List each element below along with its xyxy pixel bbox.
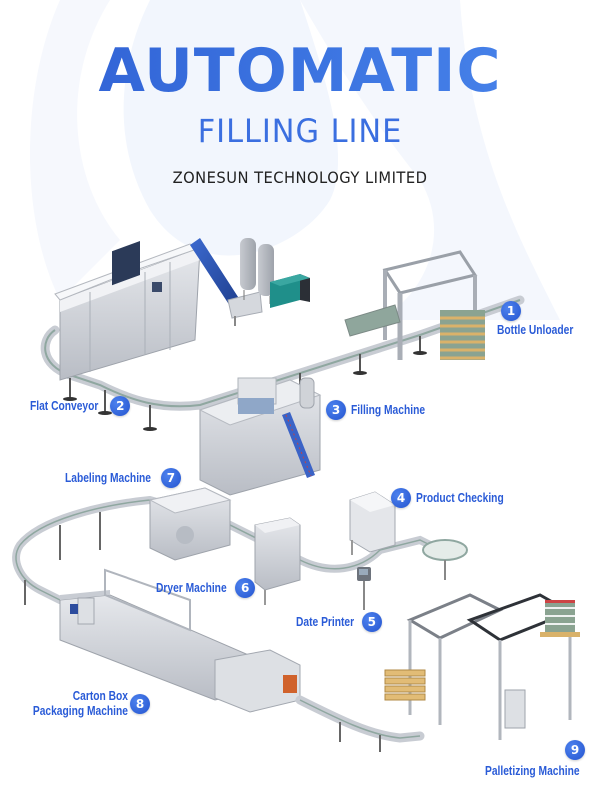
station-3-number-badge: 3 xyxy=(326,400,346,420)
station-6-label: Dryer Machine 6 xyxy=(156,578,256,598)
date-printer xyxy=(357,567,371,610)
station-5-name: Date Printer xyxy=(296,615,355,629)
dryer-machine xyxy=(254,517,301,605)
company-name: ZONESUN TECHNOLOGY LIMITED xyxy=(172,168,428,187)
flat-conveyor-lower xyxy=(295,695,425,752)
station-1-name: Bottle Unloader xyxy=(497,323,574,337)
station-9-name: Palletizing Machine xyxy=(485,764,580,778)
product-checking-machine xyxy=(349,491,396,555)
station-6-name: Dryer Machine xyxy=(156,581,227,595)
station-7-label: Labeling Machine 7 xyxy=(65,468,181,488)
bottle-pallet-stack xyxy=(440,310,485,360)
station-1-number-badge: 1 xyxy=(501,301,521,321)
station-8-label: Carton Box Packaging Machine xyxy=(4,689,128,719)
blow-moulding-machine xyxy=(54,241,202,381)
station-4-label: 4 Product Checking xyxy=(391,488,523,508)
carton-packaging-machine xyxy=(59,568,301,713)
station-8-number-badge: 8 xyxy=(130,694,150,714)
station-5-number-badge: 5 xyxy=(361,612,382,632)
bottle-unloader-machine xyxy=(344,250,485,360)
station-9-number-badge: 9 xyxy=(565,740,585,760)
labeling-machine xyxy=(148,487,232,561)
station-4-number-badge: 4 xyxy=(391,488,411,508)
rotary-accumulation-table xyxy=(422,539,468,580)
flat-conveyor-upper xyxy=(40,295,525,431)
palletizing-machine xyxy=(384,593,580,740)
station-7-number-badge: 7 xyxy=(160,468,181,488)
station-8-name-line2: Packaging Machine xyxy=(32,704,128,718)
air-compressor xyxy=(270,274,310,308)
filling-machine xyxy=(198,377,322,496)
page-title: AUTOMATIC xyxy=(0,36,600,106)
station-7-name: Labeling Machine xyxy=(65,471,152,485)
station-2-number-badge: 2 xyxy=(110,396,131,416)
station-5-label: Date Printer 5 xyxy=(296,612,382,632)
station-3-label: 3 Filling Machine xyxy=(326,400,441,420)
page-subtitle: FILLING LINE xyxy=(197,112,403,150)
finished-pallet-load xyxy=(540,600,580,637)
station-9-label: Palletizing Machine xyxy=(485,764,600,778)
station-2-name: Flat Conveyor xyxy=(30,399,99,413)
bottle-elevator-conveyor xyxy=(190,238,263,326)
station-3-name: Filling Machine xyxy=(351,403,426,417)
station-6-number-badge: 6 xyxy=(235,578,256,598)
station-8-name-line1: Carton Box xyxy=(72,689,128,703)
station-1-label: 1 Bottle Unloader xyxy=(497,301,590,337)
wooden-pallet-stack xyxy=(384,669,426,701)
station-2-label: Flat Conveyor 2 xyxy=(30,396,131,416)
station-4-name: Product Checking xyxy=(416,491,504,505)
